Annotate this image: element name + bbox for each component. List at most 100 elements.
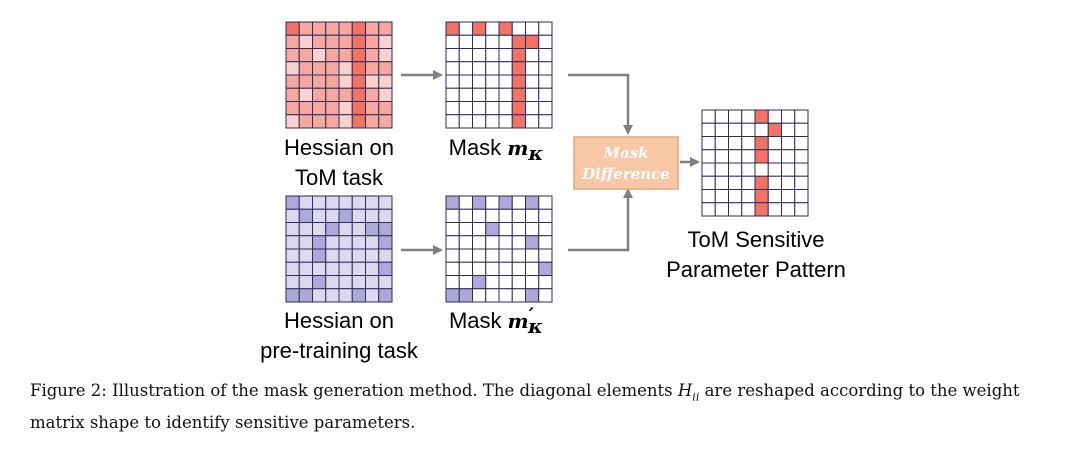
grid-cell	[728, 202, 743, 217]
grid-cell	[714, 109, 729, 124]
grid-cell	[445, 48, 460, 63]
grid-cell	[511, 195, 526, 210]
grid-cell	[511, 74, 526, 89]
grid-cell	[298, 21, 313, 36]
result-label-line1: ToM Sensitive	[688, 227, 825, 252]
grid-cell	[714, 136, 729, 151]
grid-cell	[351, 261, 366, 276]
grid-cell	[794, 162, 809, 177]
grid-cell	[458, 248, 473, 263]
grid-cell	[498, 248, 513, 263]
grid-cell	[298, 101, 313, 116]
grid-cell	[525, 235, 540, 250]
grid-cell	[298, 34, 313, 49]
grid-cell	[458, 288, 473, 303]
grid-cell	[538, 61, 553, 76]
grid-cell	[511, 248, 526, 263]
grid-cell	[312, 261, 327, 276]
grid-cell	[325, 222, 340, 237]
grid-cell	[485, 48, 500, 63]
grid-cell	[538, 275, 553, 290]
grid-cell	[485, 101, 500, 116]
grid-cell	[741, 136, 756, 151]
grid-cell	[298, 288, 313, 303]
grid-cell	[445, 248, 460, 263]
grid-cell	[472, 275, 487, 290]
grid-cell	[298, 87, 313, 102]
grid-cell	[498, 101, 513, 116]
grid-cell	[445, 61, 460, 76]
grid-cell	[741, 122, 756, 137]
grid-cell	[365, 74, 380, 89]
grid-cell	[378, 288, 393, 303]
grid-cell	[754, 136, 769, 151]
grid-cell	[285, 74, 300, 89]
grid-cell	[498, 235, 513, 250]
grid-cell	[351, 61, 366, 76]
grid-cell	[525, 34, 540, 49]
grid-cell	[365, 61, 380, 76]
grid-cell	[741, 162, 756, 177]
grid-cell	[728, 136, 743, 151]
grid-cell	[285, 101, 300, 116]
grid-cell	[511, 235, 526, 250]
grid-cell	[378, 101, 393, 116]
grid-cell	[312, 34, 327, 49]
grid-cell	[285, 208, 300, 223]
grid-cell	[298, 48, 313, 63]
grid-cell	[285, 248, 300, 263]
grid-cell	[781, 162, 796, 177]
grid-cell	[312, 61, 327, 76]
grid-cell	[378, 222, 393, 237]
grid-cell	[538, 288, 553, 303]
grid-cell	[511, 87, 526, 102]
grid-cell	[525, 87, 540, 102]
grid-cell	[298, 114, 313, 129]
grid-cell	[378, 248, 393, 263]
grid-cell	[445, 34, 460, 49]
grid-cell	[458, 208, 473, 223]
grid-cell	[714, 202, 729, 217]
grid-cell	[458, 74, 473, 89]
grid-cell	[498, 74, 513, 89]
grid-cell	[767, 122, 782, 137]
grid-cell	[754, 202, 769, 217]
grid-cell	[538, 101, 553, 116]
grid-cell	[754, 162, 769, 177]
caption-text-part1: Figure 2: Illustration of the mask gener…	[30, 381, 678, 400]
grid-cell	[325, 114, 340, 129]
grid-cell	[485, 235, 500, 250]
grid-cell	[498, 195, 513, 210]
grid-cell	[754, 149, 769, 164]
grid-cell	[498, 34, 513, 49]
grid-cell	[701, 149, 716, 164]
grid-cell	[538, 87, 553, 102]
grid-cell	[378, 235, 393, 250]
hessian-tom-grid	[285, 21, 393, 129]
grid-cell	[285, 21, 300, 36]
mask-difference-label-line1: Mask	[602, 144, 648, 162]
grid-cell	[498, 114, 513, 129]
grid-cell	[754, 122, 769, 137]
grid-cell	[767, 202, 782, 217]
grid-cell	[728, 109, 743, 124]
grid-cell	[714, 175, 729, 190]
grid-cell	[525, 261, 540, 276]
grid-cell	[525, 114, 540, 129]
grid-cell	[538, 248, 553, 263]
grid-cell	[458, 21, 473, 36]
grid-cell	[285, 114, 300, 129]
grid-cell	[511, 261, 526, 276]
grid-cell	[325, 288, 340, 303]
grid-cell	[754, 175, 769, 190]
caption-subscript: ii	[692, 390, 700, 404]
grid-cell	[472, 261, 487, 276]
grid-cell	[741, 202, 756, 217]
mask-top-subscript: κ	[527, 141, 543, 165]
grid-cell	[365, 195, 380, 210]
grid-cell	[338, 48, 353, 63]
mask-bottom-label-prefix: Mask	[449, 308, 503, 333]
grid-cell	[338, 275, 353, 290]
grid-cell	[741, 149, 756, 164]
grid-cell	[728, 175, 743, 190]
